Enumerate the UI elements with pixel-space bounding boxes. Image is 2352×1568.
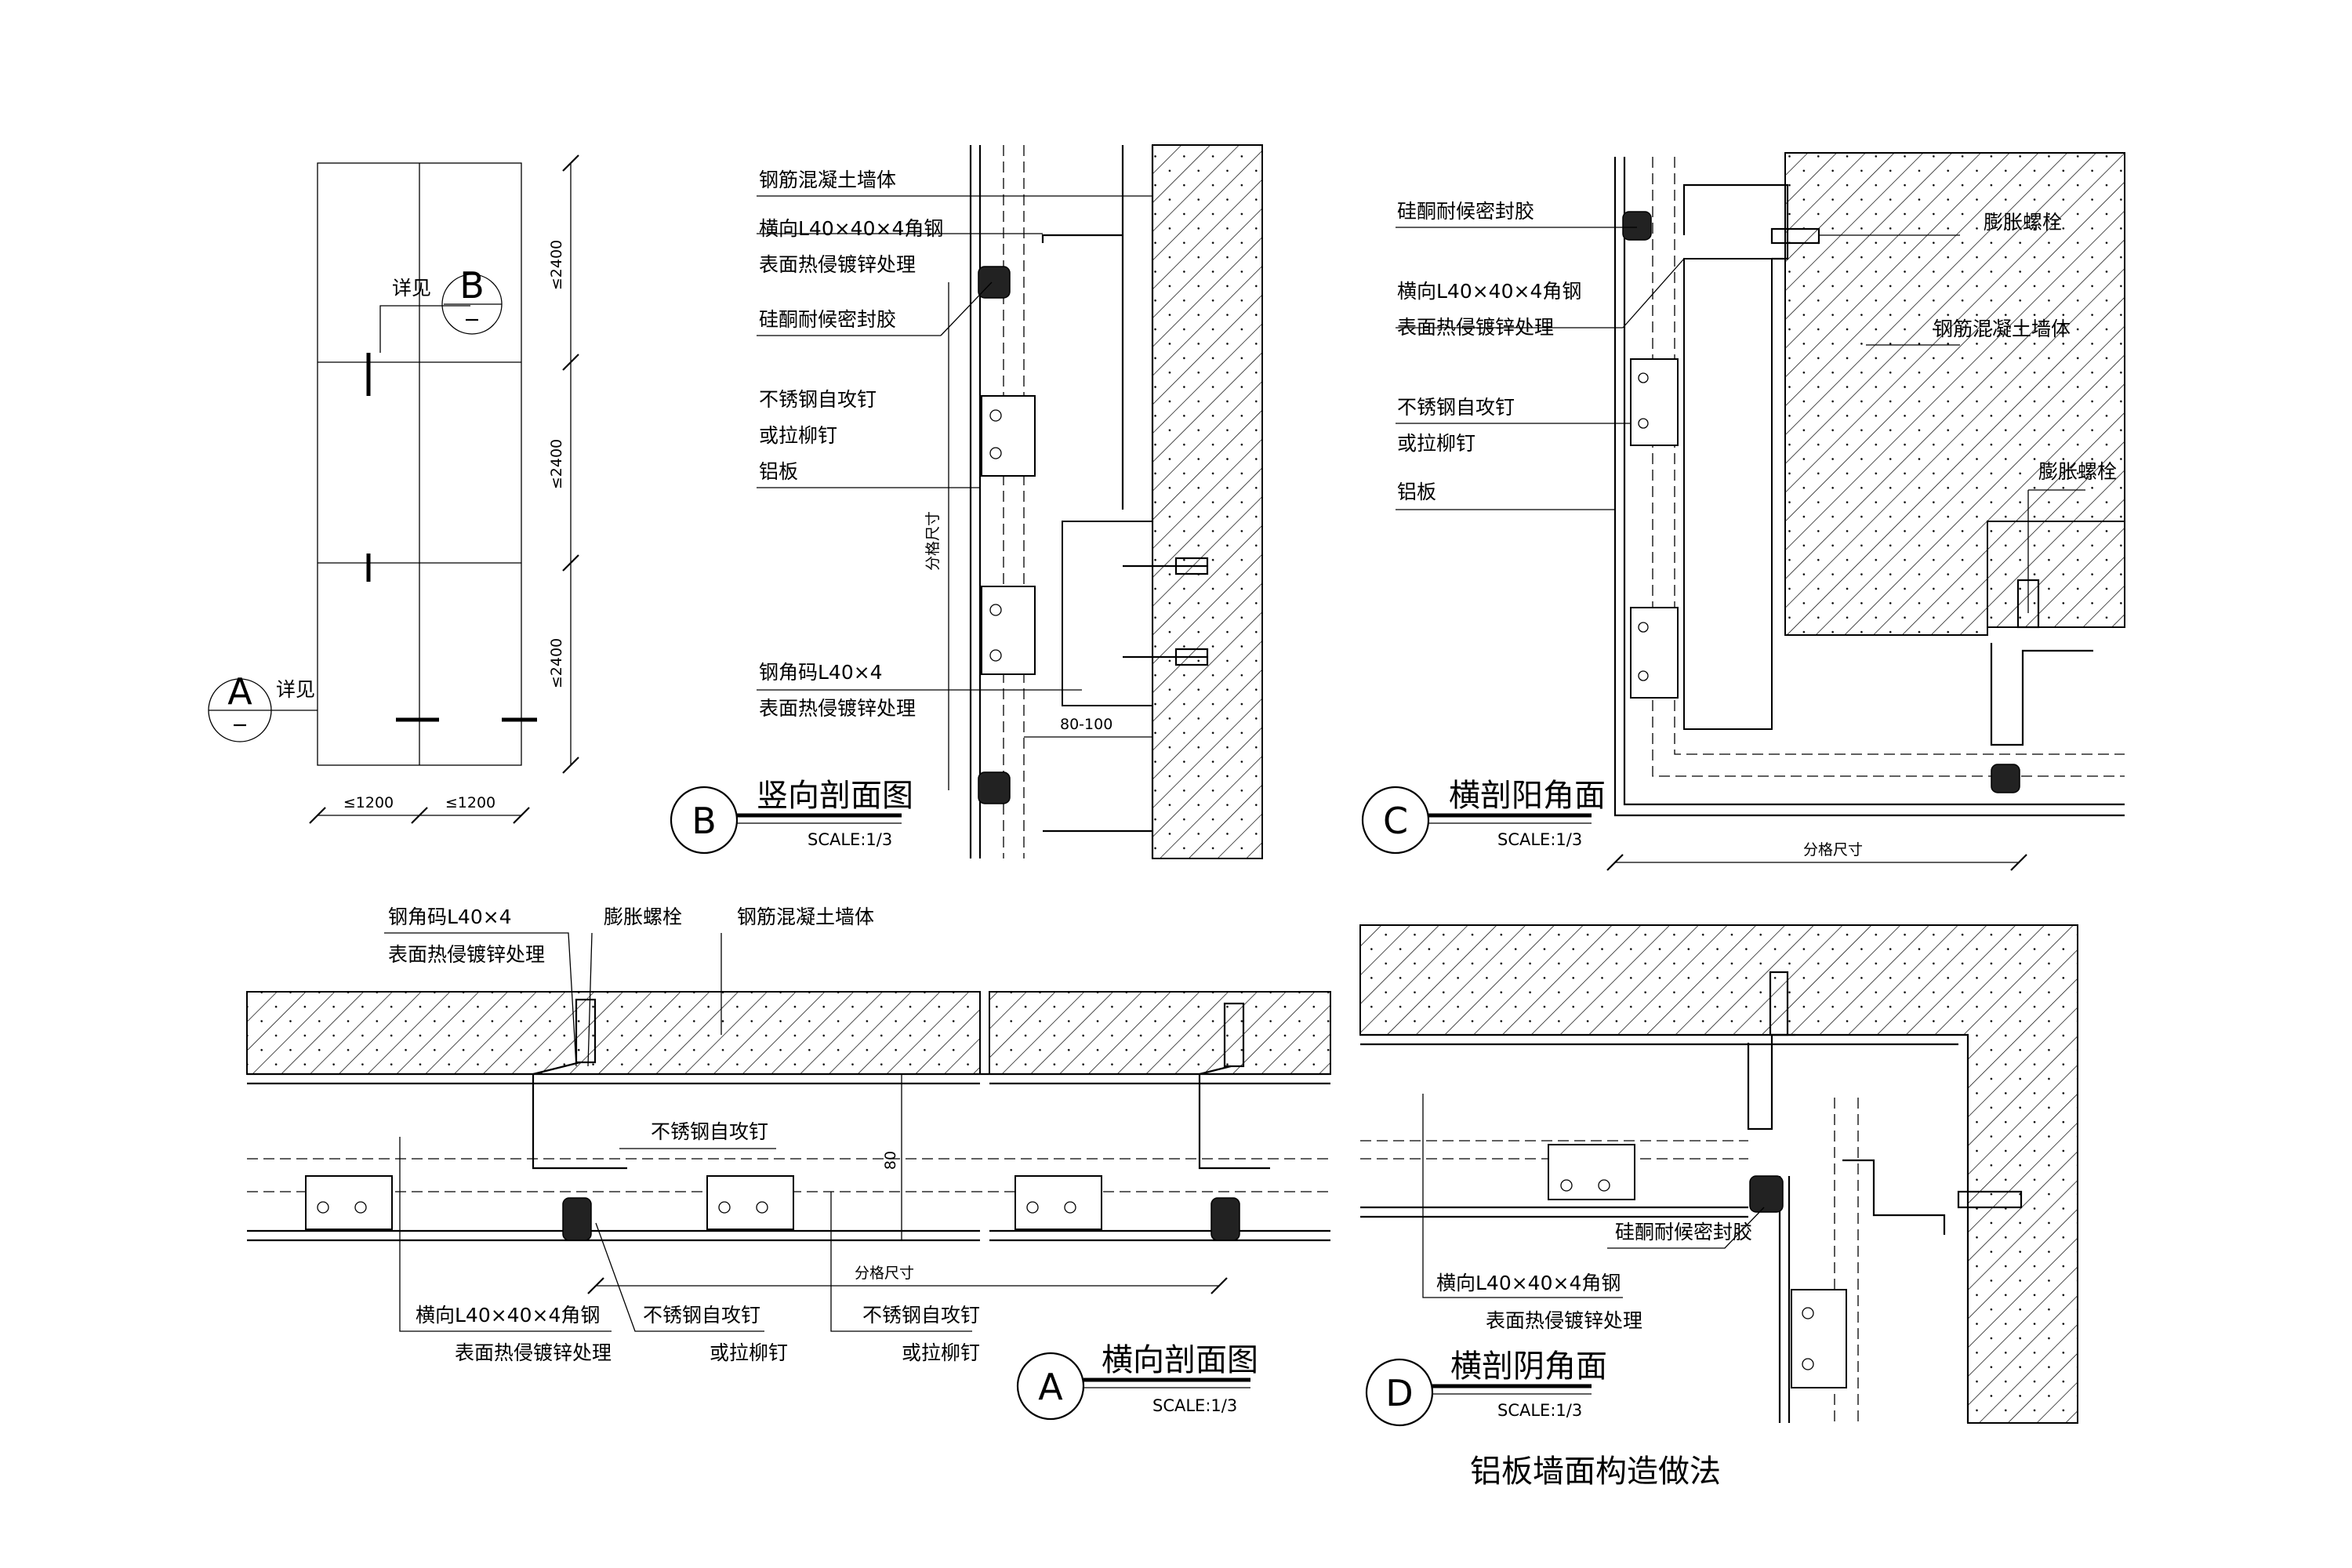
d-label-1: 硅酮耐候密封胶 bbox=[1615, 1221, 1752, 1243]
seal-a-2 bbox=[1210, 1197, 1240, 1241]
callout-a-text: 详见 bbox=[276, 678, 315, 701]
b-label-8: 钢角码L40×4 bbox=[759, 661, 883, 684]
c-label-2: 横向L40×40×4角钢 bbox=[1397, 280, 1581, 303]
c-dim-text: 分格尺寸 bbox=[1803, 841, 1863, 858]
a-dim-text: 80 bbox=[882, 1151, 899, 1170]
section-c-letter: C bbox=[1383, 800, 1408, 842]
section-b: 80-100 分格尺寸 钢筋混凝土墙体 横向L40×40×4角钢 表面热侵镀锌处… bbox=[670, 144, 1263, 859]
b-label-5: 不锈钢自攻钉 bbox=[759, 388, 877, 411]
a-label-2: 表面热侵镀锌处理 bbox=[388, 943, 545, 966]
a-label-3: 膨胀螺栓 bbox=[604, 906, 682, 928]
dim-v-3: ≤2400 bbox=[548, 638, 565, 688]
a-label-4: 钢筋混凝土墙体 bbox=[737, 906, 874, 928]
seal-c-bottom bbox=[1991, 764, 2020, 793]
section-a-bubble bbox=[1016, 1352, 1085, 1421]
section-d-letter: D bbox=[1385, 1372, 1413, 1414]
c-label-7: 膨胀螺栓 bbox=[1984, 211, 2062, 234]
dim-h-1: ≤1200 bbox=[343, 794, 394, 811]
b-dim-vertical: 分格尺寸 bbox=[924, 511, 942, 571]
section-a-scale: SCALE:1/3 bbox=[1152, 1396, 1237, 1415]
section-c-bubble bbox=[1361, 786, 1430, 855]
d-label-2: 横向L40×40×4角钢 bbox=[1436, 1272, 1621, 1294]
a-label-6: 横向L40×40×4角钢 bbox=[416, 1304, 600, 1327]
seal-a-1 bbox=[562, 1197, 592, 1241]
dim-v-1: ≤2400 bbox=[548, 240, 565, 290]
c-label-6: 铝板 bbox=[1397, 481, 1436, 503]
c-label-1: 硅酮耐候密封胶 bbox=[1397, 200, 1534, 223]
section-b-title: 竖向剖面图 bbox=[757, 778, 913, 814]
c-label-3: 表面热侵镀锌处理 bbox=[1397, 316, 1554, 339]
b-label-6: 或拉柳钉 bbox=[759, 424, 837, 447]
b-label-1: 钢筋混凝土墙体 bbox=[759, 169, 896, 191]
c-label-5: 或拉柳钉 bbox=[1397, 432, 1475, 455]
a-label-8: 不锈钢自攻钉 bbox=[643, 1304, 760, 1327]
a-label-7: 表面热侵镀锌处理 bbox=[455, 1341, 612, 1364]
a-dim-bottom: 分格尺寸 bbox=[855, 1265, 914, 1282]
section-d-bubble bbox=[1365, 1358, 1434, 1427]
section-b-scale: SCALE:1/3 bbox=[808, 830, 892, 849]
panel-elevation: ≤2400 ≤2400 ≤2400 ≤1200 ≤1200 详见 B A 详见 bbox=[208, 154, 579, 824]
b-dim-text: 80-100 bbox=[1060, 716, 1112, 733]
section-b-bubble bbox=[670, 786, 739, 855]
sheet-title: 铝板墙面构造做法 bbox=[1470, 1454, 1721, 1490]
a-label-9: 或拉柳钉 bbox=[710, 1341, 788, 1364]
b-label-3: 表面热侵镀锌处理 bbox=[759, 253, 916, 276]
section-d-scale: SCALE:1/3 bbox=[1497, 1401, 1582, 1420]
c-label-8: 钢筋混凝土墙体 bbox=[1933, 318, 2071, 340]
section-d: 硅酮耐候密封胶 横向L40×40×4角钢 表面热侵镀锌处理 D 横剖阴角面 SC… bbox=[1359, 924, 2078, 1427]
section-a-title: 横向剖面图 bbox=[1102, 1342, 1258, 1378]
a-label-5: 不锈钢自攻钉 bbox=[651, 1120, 768, 1143]
callout-b-letter: B bbox=[459, 264, 485, 307]
a-label-1: 钢角码L40×4 bbox=[388, 906, 512, 928]
seal-c-top bbox=[1622, 211, 1652, 241]
section-c: 硅酮耐候密封胶 横向L40×40×4角钢 表面热侵镀锌处理 不锈钢自攻钉 或拉柳… bbox=[1361, 152, 2125, 871]
b-label-2: 横向L40×40×4角钢 bbox=[759, 217, 943, 240]
section-c-title: 横剖阳角面 bbox=[1449, 778, 1606, 814]
a-label-10: 不锈钢自攻钉 bbox=[862, 1304, 980, 1327]
dim-h-2: ≤1200 bbox=[445, 794, 495, 811]
seal-b-top bbox=[978, 266, 1011, 299]
a-label-11: 或拉柳钉 bbox=[902, 1341, 980, 1364]
c-label-4: 不锈钢自攻钉 bbox=[1397, 396, 1515, 419]
b-label-9: 表面热侵镀锌处理 bbox=[759, 697, 916, 720]
section-d-title: 横剖阴角面 bbox=[1450, 1348, 1607, 1385]
c-label-9: 膨胀螺栓 bbox=[2038, 460, 2117, 483]
seal-d bbox=[1749, 1175, 1784, 1213]
dim-v-2: ≤2400 bbox=[548, 439, 565, 489]
b-label-4: 硅酮耐候密封胶 bbox=[759, 308, 896, 331]
section-a-letter: A bbox=[1038, 1366, 1063, 1408]
b-label-7: 铝板 bbox=[759, 460, 798, 483]
seal-b-bottom bbox=[978, 771, 1011, 804]
callout-a-letter: A bbox=[227, 670, 252, 713]
section-a: 80 分格尺寸 钢角码L40×4 表面热侵镀锌处理 膨胀螺栓 钢筋混凝土墙体 不… bbox=[246, 906, 1331, 1421]
d-label-3: 表面热侵镀锌处理 bbox=[1486, 1309, 1642, 1332]
section-b-letter: B bbox=[691, 800, 717, 842]
section-c-scale: SCALE:1/3 bbox=[1497, 830, 1582, 849]
callout-b-text: 详见 bbox=[392, 277, 431, 299]
